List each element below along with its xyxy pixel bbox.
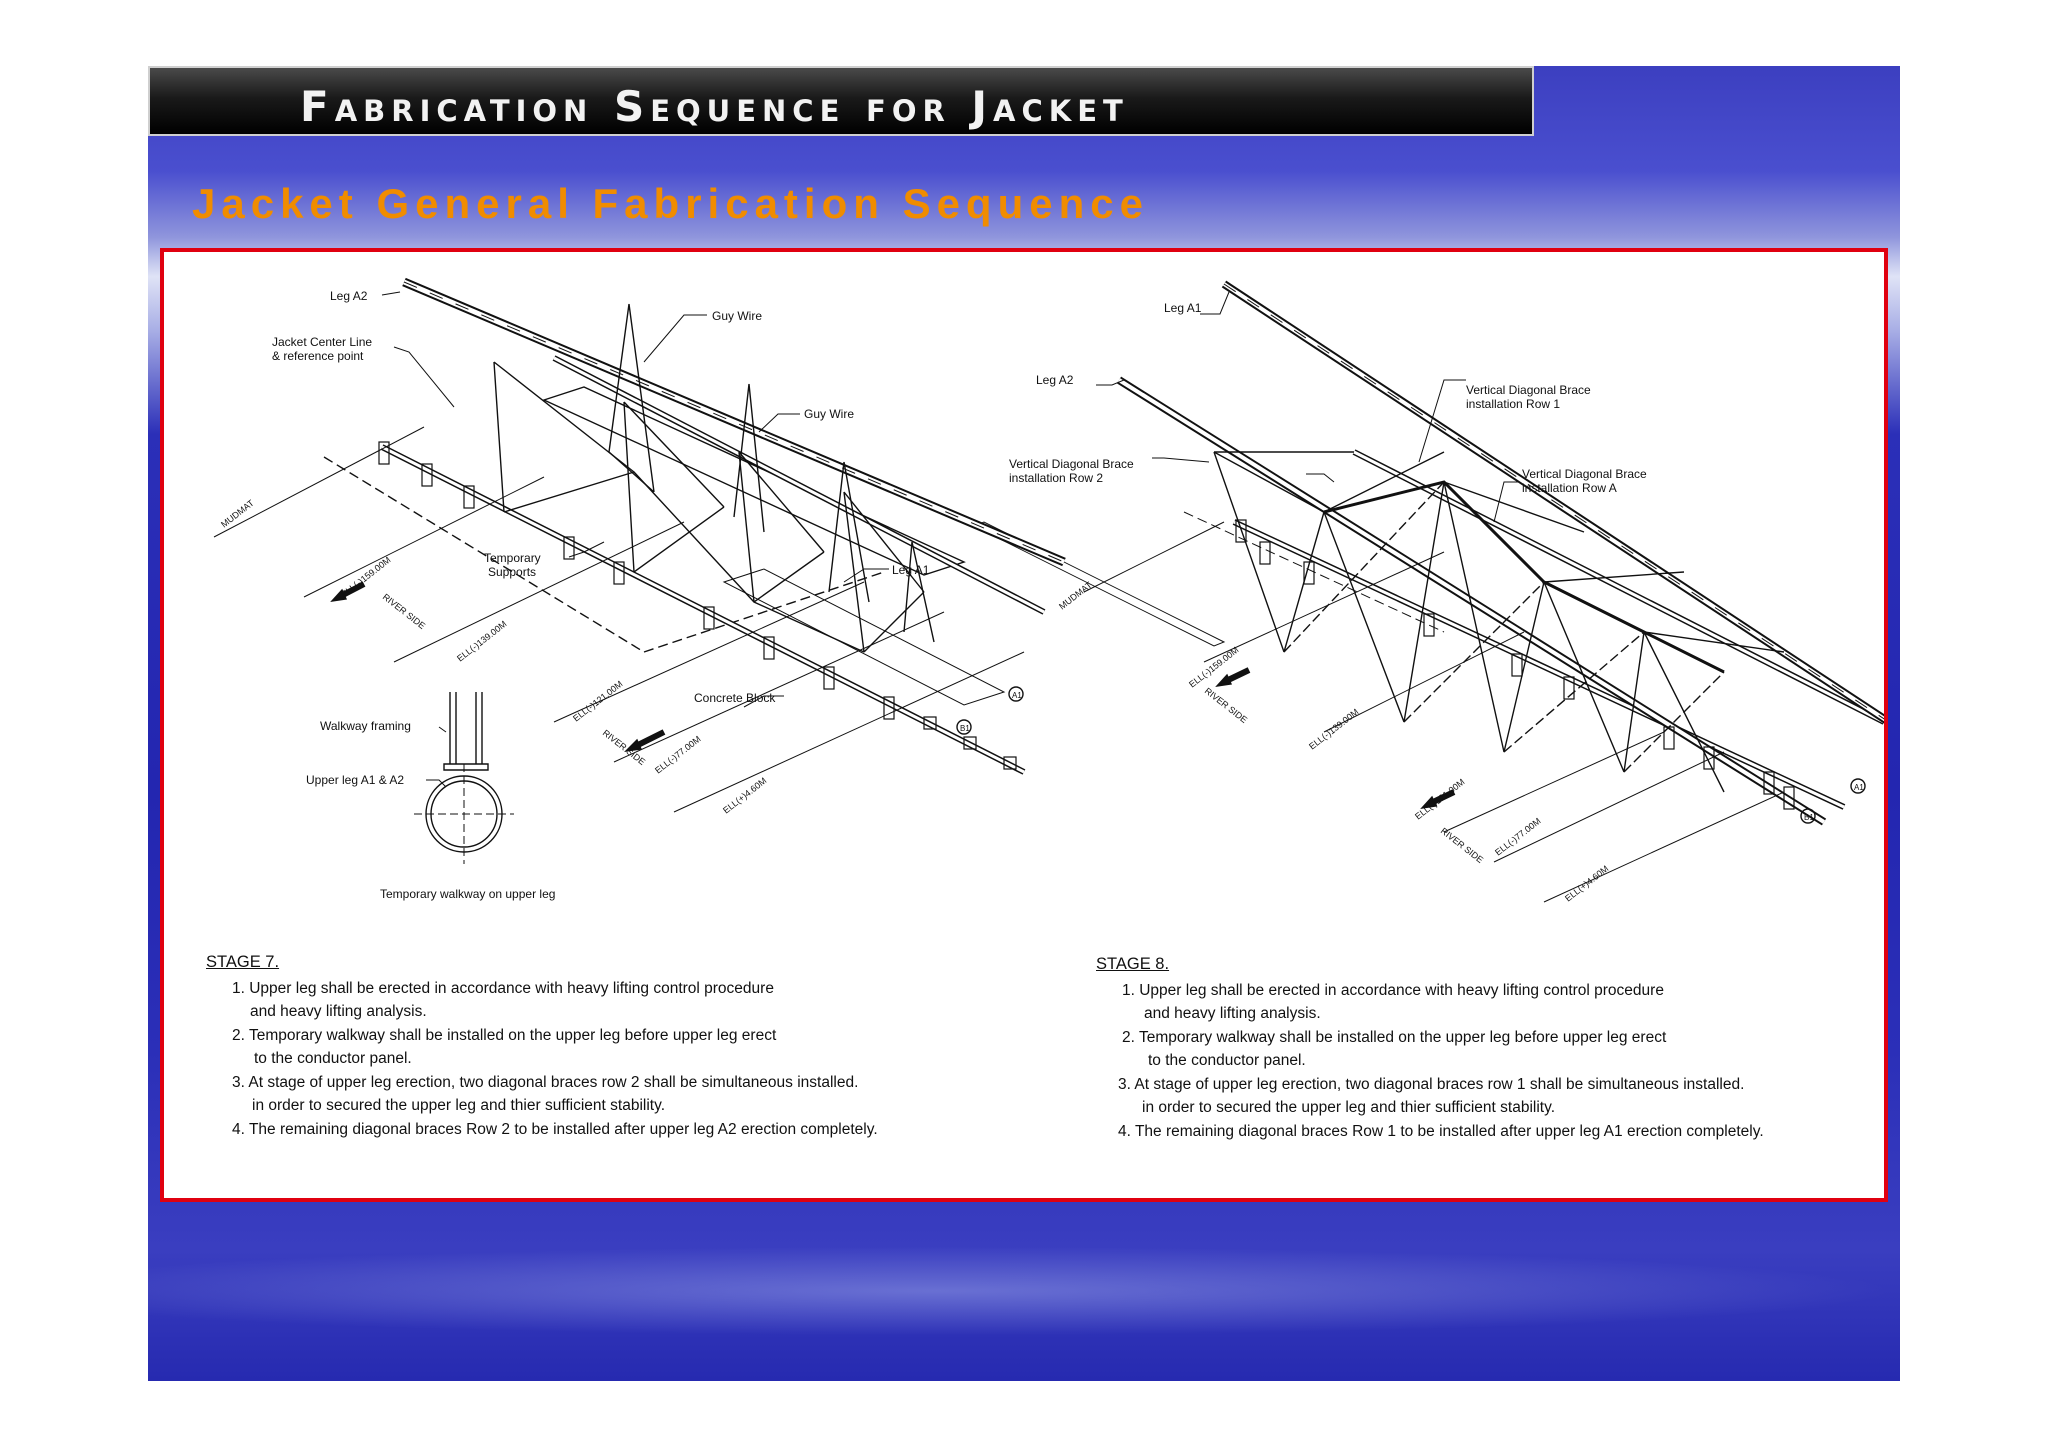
label-vdb-row2: Vertical Diagonal Brace [1009,457,1134,471]
label-r-ell-121: ELL(-)121.00M [1413,777,1466,822]
marker-label-a1-right: A1 [1854,783,1864,792]
marker-label-b1-right: B1 [1804,813,1814,822]
centerline [323,456,645,653]
label-vdb-row1: Vertical Diagonal Brace [1466,383,1591,397]
label-guy-wire-1: Guy Wire [712,309,762,323]
label-vdb-row1-sub: installation Row 1 [1466,397,1560,411]
marker-label-a1-left: A1 [1012,691,1022,700]
right-diagonal-braces-dashed [1283,481,1725,773]
label-guy-wire-2: Guy Wire [804,407,854,421]
marker-b1-right [1800,808,1816,824]
stage7-line-1: 1. Upper leg shall be erected in accorda… [232,979,774,997]
right-ell-lines [1083,521,1785,903]
guy-wire-masts [608,303,935,643]
background-shine [148,1246,1900,1336]
right-supports [1235,519,1795,810]
label-walkway-caption: Temporary walkway on upper leg [380,887,555,901]
engineering-drawings: Leg A2 Jacket Center Line & reference po… [213,277,1900,904]
stage8-line-7: 4. The remaining diagonal braces Row 1 t… [1118,1122,1764,1140]
stage8-line-4: to the conductor panel. [1148,1052,1306,1069]
label-r-ell-139: ELL(-)139.00M [1307,707,1360,752]
ell-lines [213,426,1025,813]
drawing-panel: Leg A2 Jacket Center Line & reference po… [160,248,1900,1202]
label-ell-159: ELL(-)159.00M [339,555,392,600]
left-drawing [213,277,1226,864]
stage7-line-6: in order to secured the upper leg and th… [252,1097,665,1114]
right-leader-lines [1096,291,1520,523]
frame-members [493,361,925,653]
label-ell-77: ELL(-)77.00M [653,734,703,776]
label-vdb-row2-sub: installation Row 2 [1009,471,1103,485]
centerline-2 [643,571,885,653]
marker-a1-left [1008,686,1024,702]
label-vdb-rowa: Vertical Diagonal Brace [1522,467,1647,481]
label-leg-a1: Leg A1 [892,563,930,577]
temporary-supports [378,441,1017,770]
frame-braces [503,471,925,653]
stage7-line-4: to the conductor panel. [254,1050,412,1067]
stage7-notes: STAGE 7. 1. Upper leg shall be erected i… [206,954,878,1145]
label-upper-leg: Upper leg A1 & A2 [306,773,404,787]
marker-label-b1-left: B1 [960,724,970,733]
marker-a1-right [1850,778,1866,794]
stage7-line-7: 4. The remaining diagonal braces Row 2 t… [232,1120,878,1138]
label-river-side-1: RIVER SIDE [381,592,427,631]
stage8-heading: STAGE 8. [1096,955,1170,973]
label-ell-4: ELL(+)4.60M [721,776,768,816]
label-r-ell-159: ELL(-)159.00M [1187,645,1240,690]
label-r-river-side-2: RIVER SIDE [1439,826,1485,865]
stage8-line-6: in order to secured the upper leg and th… [1142,1099,1555,1116]
page-title: Fabrication Sequence for Jacket [300,82,1129,131]
label-supports: Supports [488,565,536,579]
label-r-leg-a2: Leg A2 [1036,373,1074,387]
stage7-heading: STAGE 7. [206,953,280,971]
stage7-line-5: 3. At stage of upper leg erection, two d… [232,1073,859,1091]
label-temporary-supports: Temporary [484,551,541,565]
label-reference-point: & reference point [272,349,364,363]
stage8-line-5: 3. At stage of upper leg erection, two d… [1118,1075,1745,1093]
stage8-line-2: and heavy lifting analysis. [1144,1005,1321,1022]
stage7-line-3: 2. Temporary walkway shall be installed … [232,1026,777,1044]
label-r-ell-4: ELL(+)4.60M [1563,864,1610,904]
label-center-line: Jacket Center Line [272,335,372,349]
stage7-line-2: and heavy lifting analysis. [250,1003,427,1020]
label-r-mudmat: MUDMAT [1057,579,1094,611]
label-r-leg-a1: Leg A1 [1164,301,1202,315]
label-ell-139: ELL(-)139.00M [455,619,508,664]
label-vdb-rowa-sub: installation Row A [1522,481,1617,495]
stage8-line-1: 1. Upper leg shall be erected in accorda… [1122,981,1664,999]
right-drawing [1083,280,1900,903]
label-r-river-side-1: RIVER SIDE [1203,686,1249,725]
slide-background: Fabrication Sequence for Jacket Jacket G… [148,66,1900,1381]
leader-lines [381,291,889,788]
stage8-line-3: 2. Temporary walkway shall be installed … [1122,1028,1667,1046]
label-leg-a2: Leg A2 [330,289,368,303]
label-ell-121: ELL(-)121.00M [571,679,624,724]
label-r-ell-77: ELL(-)77.00M [1493,816,1543,858]
right-row-a-brace [1323,480,1725,674]
section-subtitle: Jacket General Fabrication Sequence [192,180,1149,227]
right-horizontal-frames [1214,451,1785,653]
label-concrete-block: Concrete Block [694,691,776,705]
label-walkway-framing: Walkway framing [320,719,411,733]
title-bar: Fabrication Sequence for Jacket [148,66,1534,136]
marker-b1-left [956,719,972,735]
walkway-section [414,692,514,864]
stage8-notes: STAGE 8. 1. Upper leg shall be erected i… [1096,956,1764,1147]
skid-track-1 [542,386,966,576]
